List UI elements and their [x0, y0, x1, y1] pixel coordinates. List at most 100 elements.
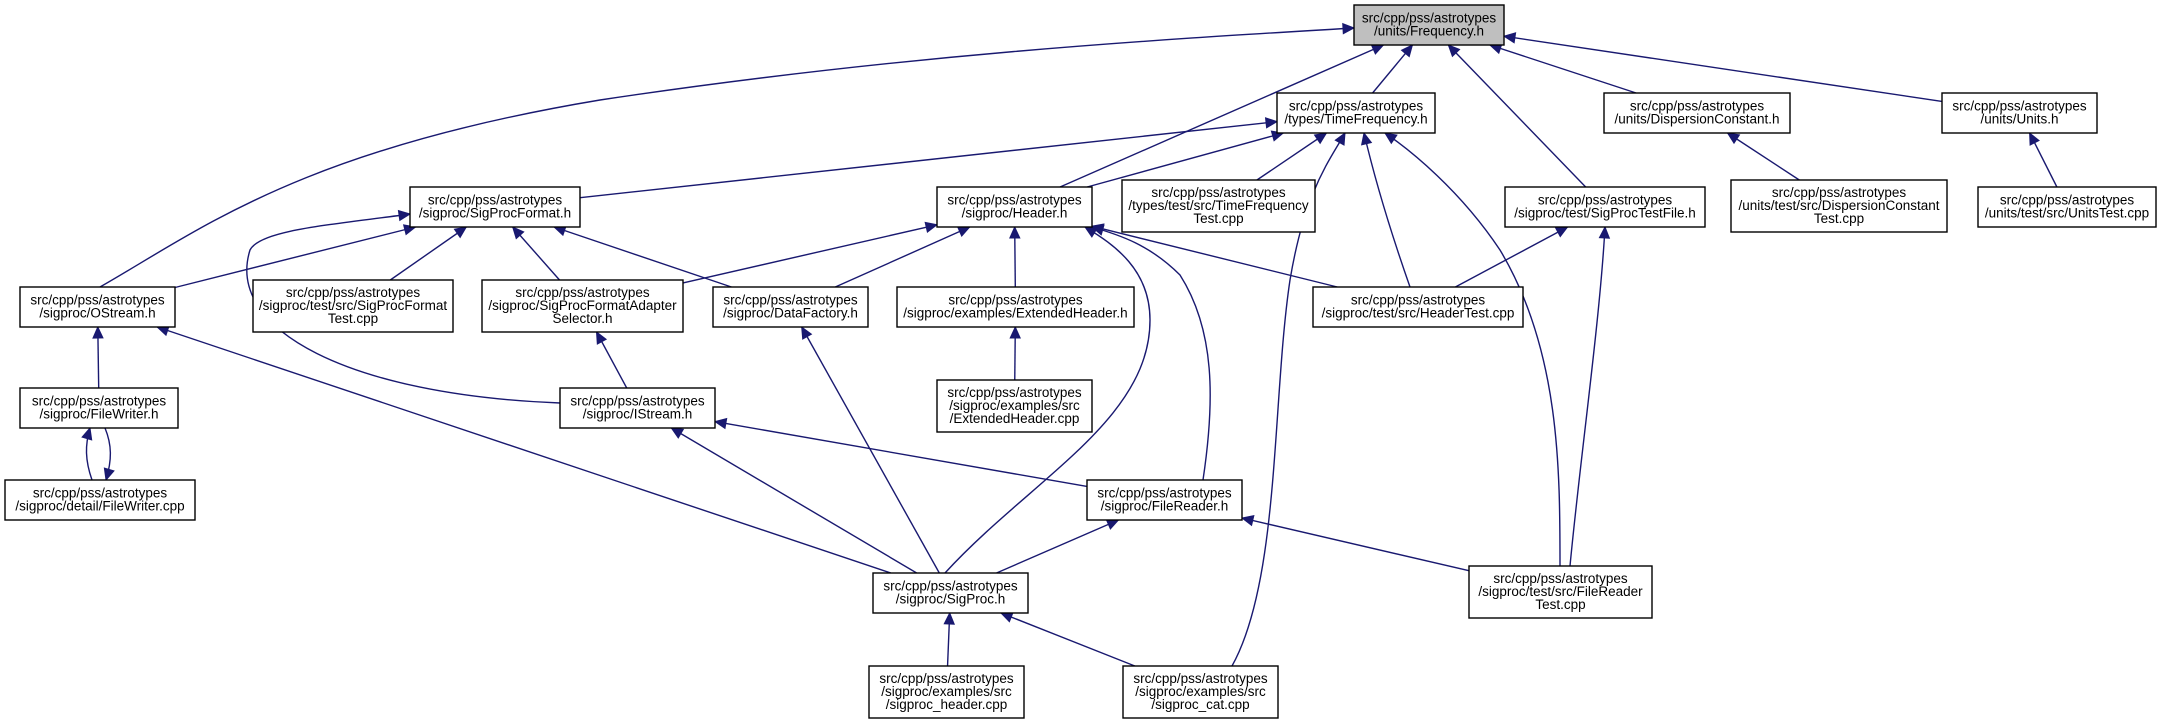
- node-label-line: src/cpp/pss/astrotypes: [1133, 671, 1268, 686]
- node-datafactory-h[interactable]: src/cpp/pss/astrotypes/sigproc/DataFacto…: [712, 286, 869, 328]
- arrowhead-icon: [1090, 224, 1105, 236]
- node-label-line: /sigproc/OStream.h: [39, 306, 155, 321]
- edge-units-h-to-frequency-h: [1503, 35, 1943, 103]
- edge-datafactory-h-to-sigprocformat-h: [553, 226, 732, 288]
- arrowhead-icon: [1384, 132, 1398, 145]
- edge-sigprocformat-h-to-timefrequency-h: [579, 120, 1278, 199]
- node-label-line: src/cpp/pss/astrotypes: [32, 394, 167, 409]
- edge-sigproc-cat-cpp-to-timefrequency-h: [1231, 132, 1346, 667]
- node-extendedheader-h[interactable]: src/cpp/pss/astrotypes/sigproc/examples/…: [896, 286, 1135, 328]
- node-label-line: /units/DispersionConstant.h: [1614, 112, 1779, 127]
- edge-filereader-h-to-header-h: [1091, 226, 1211, 481]
- node-sigprocformat-h[interactable]: src/cpp/pss/astrotypes/sigproc/SigProcFo…: [409, 186, 581, 228]
- node-box: [1276, 92, 1436, 134]
- edge-filereadertest-cpp-to-filereader-h: [1241, 517, 1470, 572]
- node-label-line: src/cpp/pss/astrotypes: [2000, 193, 2135, 208]
- arrowhead-icon: [595, 330, 608, 345]
- node-label-line: /types/TimeFrequency.h: [1284, 112, 1427, 127]
- arrowhead-icon: [801, 325, 813, 340]
- node-box: [559, 387, 716, 429]
- node-box: [1603, 92, 1791, 134]
- arrowhead-icon: [1240, 514, 1255, 527]
- edge-sigprocformatadapterselector-h-to-header-h: [682, 224, 938, 284]
- node-headertest-cpp[interactable]: src/cpp/pss/astrotypes/sigproc/test/src/…: [1312, 286, 1524, 328]
- node-box: [868, 665, 1025, 719]
- node-filewriter-cpp[interactable]: src/cpp/pss/astrotypes/sigproc/detail/Fi…: [4, 479, 196, 521]
- arrowhead-icon: [453, 226, 468, 239]
- node-sigproc-h[interactable]: src/cpp/pss/astrotypes/sigproc/SigProc.h: [872, 572, 1029, 614]
- arrowhead-icon: [670, 427, 685, 439]
- node-box: [1730, 179, 1948, 233]
- node-header-h[interactable]: src/cpp/pss/astrotypes/sigproc/Header.h: [936, 186, 1093, 228]
- arrowhead-icon: [1726, 132, 1741, 145]
- node-label-line: /ExtendedHeader.cpp: [950, 411, 1080, 426]
- node-label-line: src/cpp/pss/astrotypes: [428, 193, 563, 208]
- node-dispersionconstant-h[interactable]: src/cpp/pss/astrotypes/units/DispersionC…: [1603, 92, 1791, 134]
- node-box: [1977, 186, 2157, 228]
- arrowhead-icon: [1502, 32, 1517, 44]
- node-extendedheader-cpp[interactable]: src/cpp/pss/astrotypes/sigproc/examples/…: [936, 379, 1093, 433]
- node-filereader-h[interactable]: src/cpp/pss/astrotypes/sigproc/FileReade…: [1086, 479, 1243, 521]
- node-sigproctestfile-h[interactable]: src/cpp/pss/astrotypes/sigproc/test/SigP…: [1504, 186, 1706, 228]
- arrowhead-icon: [1447, 44, 1461, 58]
- node-sigproc-cat-cpp[interactable]: src/cpp/pss/astrotypes/sigproc/examples/…: [1122, 665, 1279, 719]
- node-box: [936, 379, 1093, 433]
- node-timefrequency-h[interactable]: src/cpp/pss/astrotypes/types/TimeFrequen…: [1276, 92, 1436, 134]
- node-filewriter-h[interactable]: src/cpp/pss/astrotypes/sigproc/FileWrite…: [19, 387, 179, 429]
- node-timefrequencytest-cpp[interactable]: src/cpp/pss/astrotypes/types/test/src/Ti…: [1121, 179, 1316, 233]
- node-label-line: src/cpp/pss/astrotypes: [1952, 99, 2087, 114]
- edge-dispersionconstanttest-cpp-to-dispersionconstant-h: [1727, 132, 1800, 181]
- arrowhead-icon: [1083, 226, 1098, 238]
- node-units-h[interactable]: src/cpp/pss/astrotypes/units/Units.h: [1941, 92, 2098, 134]
- edge-header-h-to-timefrequency-h: [1086, 132, 1284, 188]
- edge-sigproc-h-to-istream-h: [670, 427, 918, 574]
- node-label-line: src/cpp/pss/astrotypes: [1362, 11, 1497, 26]
- node-box: [1122, 665, 1279, 719]
- node-label-line: /sigproc/examples/src: [949, 398, 1080, 413]
- edge-ostream-h-to-sigprocformat-h: [174, 226, 416, 289]
- node-label-line: src/cpp/pss/astrotypes: [948, 293, 1083, 308]
- arrowhead-icon: [1009, 225, 1021, 239]
- node-box: [252, 279, 454, 333]
- node-label-line: /sigproc/FileWriter.h: [39, 407, 158, 422]
- arrowhead-icon: [1264, 117, 1279, 129]
- node-label-line: /sigproc/SigProc.h: [896, 592, 1006, 607]
- node-dispersionconstanttest-cpp[interactable]: src/cpp/pss/astrotypes/units/test/src/Di…: [1730, 179, 1948, 233]
- edge-sigproctestfile-h-to-frequency-h: [1447, 44, 1587, 188]
- node-label-line: src/cpp/pss/astrotypes: [30, 293, 165, 308]
- node-unitstest-cpp[interactable]: src/cpp/pss/astrotypes/units/test/src/Un…: [1977, 186, 2157, 228]
- node-label-line: /units/Units.h: [1980, 112, 2058, 127]
- node-box: [481, 279, 684, 333]
- node-label-line: /sigproc/test/src/FileReader: [1478, 584, 1643, 599]
- arrowhead-icon: [81, 426, 93, 441]
- edge-headertest-cpp-to-timefrequency-h: [1363, 132, 1411, 288]
- arrowhead-icon: [1400, 44, 1414, 58]
- node-label-line: Test.cpp: [1193, 211, 1243, 226]
- node-istream-h[interactable]: src/cpp/pss/astrotypes/sigproc/IStream.h: [559, 387, 716, 429]
- node-filereadertest-cpp[interactable]: src/cpp/pss/astrotypes/sigproc/test/src/…: [1468, 565, 1653, 619]
- node-label-line: /sigproc/test/src/SigProcFormat: [259, 298, 448, 313]
- node-label-line: /units/test/src/UnitsTest.cpp: [1985, 206, 2149, 221]
- nodes-layer: src/cpp/pss/astrotypes/units/Frequency.h…: [4, 4, 2157, 719]
- edge-sigproc-cat-cpp-to-sigproc-h: [1000, 612, 1136, 667]
- node-ostream-h[interactable]: src/cpp/pss/astrotypes/sigproc/OStream.h: [19, 286, 176, 328]
- node-frequency-h[interactable]: src/cpp/pss/astrotypes/units/Frequency.h: [1353, 4, 1505, 46]
- node-label-line: /sigproc/SigProcFormat.h: [419, 206, 571, 221]
- node-sigprocformatadapterselector-h[interactable]: src/cpp/pss/astrotypes/sigproc/SigProcFo…: [481, 279, 684, 333]
- node-label-line: src/cpp/pss/astrotypes: [1772, 185, 1907, 200]
- node-box: [1504, 186, 1706, 228]
- node-label-line: /sigproc/DataFactory.h: [723, 306, 858, 321]
- node-label-line: /sigproc/detail/FileWriter.cpp: [15, 499, 184, 514]
- edge-header-h-to-frequency-h: [1059, 44, 1384, 188]
- edge-timefrequencytest-cpp-to-timefrequency-h: [1256, 132, 1327, 181]
- node-label-line: /sigproc_cat.cpp: [1151, 697, 1249, 712]
- arrowhead-icon: [1105, 519, 1120, 530]
- node-box: [1941, 92, 2098, 134]
- arrowhead-icon: [1370, 44, 1385, 55]
- node-sigprocformattest-cpp[interactable]: src/cpp/pss/astrotypes/sigproc/test/src/…: [252, 279, 454, 333]
- arrowhead-icon: [924, 221, 939, 233]
- node-sigproc-header-cpp[interactable]: src/cpp/pss/astrotypes/sigproc/examples/…: [868, 665, 1025, 719]
- arrowhead-icon: [2029, 131, 2040, 146]
- arrowhead-icon: [1009, 325, 1021, 339]
- node-label-line: /sigproc/FileReader.h: [1101, 499, 1229, 514]
